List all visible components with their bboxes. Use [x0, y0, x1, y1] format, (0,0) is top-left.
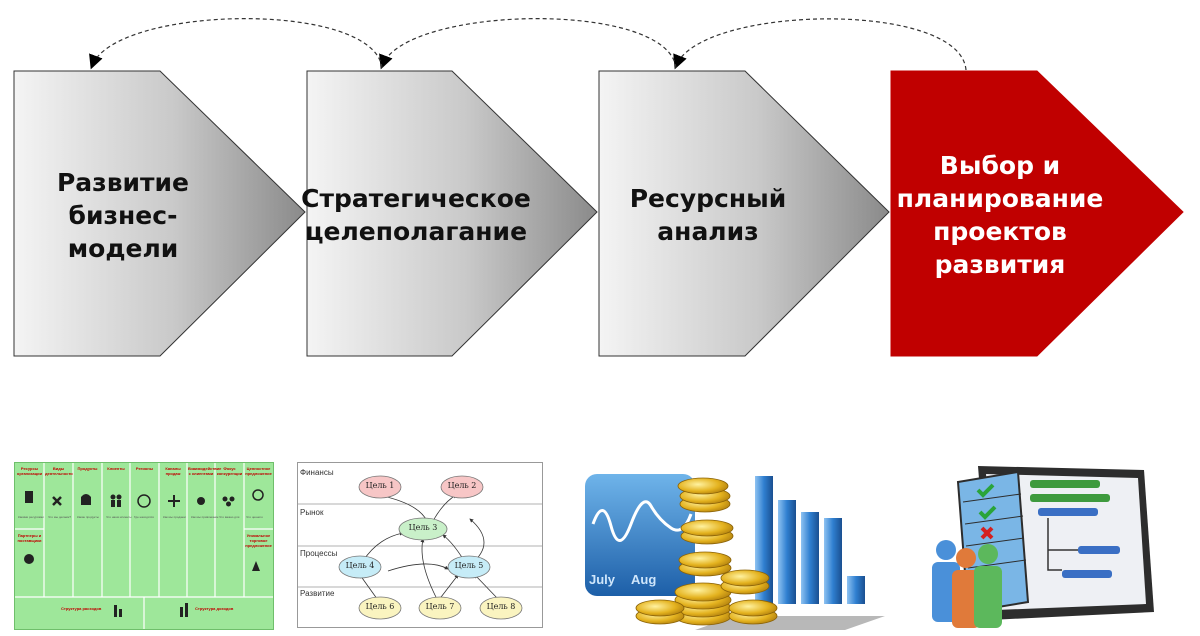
bar-3: [801, 512, 819, 604]
chart-screen: [585, 474, 695, 596]
goal-node-1: [358, 475, 402, 499]
bar-5: [847, 576, 865, 604]
level-label-development: Развитие: [300, 589, 335, 598]
goal-label-8: Цель 8: [486, 602, 516, 611]
feedback-arrow-3-to-2: [379, 18, 677, 70]
goal-label-3: Цель 3: [408, 523, 438, 532]
gantt-bar: [1030, 494, 1110, 502]
business-model-canvas: Какими ресурсами Что мы делаем? Какие пр…: [14, 462, 274, 630]
gantt-bar: [1078, 546, 1120, 554]
canvas-header-8: Фокус конкуренции: [216, 466, 243, 476]
goal-label-1: Цель 1: [365, 481, 395, 490]
step-label-2: Стратегическое целеполагание: [301, 184, 531, 246]
level-label-processes: Процессы: [300, 549, 338, 558]
people-icon: [110, 494, 116, 500]
cost-chart-icon: [114, 605, 117, 617]
bar-4: [824, 518, 842, 604]
gantt-bar: [1030, 480, 1100, 488]
canvas-cost-structure: Структура расходов: [61, 606, 102, 611]
globe-icon: [137, 494, 151, 508]
canvas-header-3: Продукты: [77, 466, 98, 471]
revenue-chart-icon: [180, 607, 183, 617]
product-icon: [81, 494, 91, 505]
coin-stack: [635, 477, 778, 626]
level-label-finance: Финансы: [300, 468, 334, 477]
cross-icon: [980, 526, 994, 540]
svg-text:Как мы продаем: Как мы продаем: [163, 515, 186, 519]
gantt-bar: [1062, 570, 1112, 578]
goal-node-4: [338, 555, 382, 579]
svg-text:Как мы привлекаем: Как мы привлекаем: [191, 515, 218, 519]
goal-node-8: [479, 596, 523, 620]
svg-text:Какими ресурсами: Какими ресурсами: [18, 515, 44, 519]
check-icon: [976, 483, 995, 498]
step-label-1: Развитие бизнес-модели: [56, 167, 190, 263]
step-label-3: Ресурсный анализ: [629, 184, 787, 246]
goal-label-7: Цель 7: [425, 602, 455, 611]
canvas-grid: Какими ресурсами Что мы делаем? Какие пр…: [15, 463, 273, 629]
canvas-header-7: Взаимодействие с клиентами: [188, 466, 222, 476]
goal-node-5: [447, 555, 491, 579]
goal-label-5: Цель 5: [454, 561, 484, 570]
step-chevron-3: [598, 70, 890, 357]
svg-text:Что мы делаем?: Что мы делаем?: [48, 515, 71, 519]
svg-text:Что ценного: Что ценного: [246, 515, 263, 519]
canvas-header-6: Каналы продаж: [165, 466, 181, 476]
canvas-header-1: Ресурсы организации: [16, 466, 43, 476]
gantt-bar: [1038, 508, 1098, 516]
svg-text:Что важно для: Что важно для: [219, 515, 240, 519]
step-chevron-1: [13, 70, 306, 357]
partners-icon: [24, 554, 34, 564]
goal-node-6: [358, 596, 402, 620]
canvas-usp: Уникальное торговое предложение: [245, 533, 272, 548]
bar-2: [778, 500, 796, 604]
check-icon: [978, 505, 997, 520]
goal-node-7: [418, 596, 462, 620]
canvas-header-5: Регионы: [135, 466, 154, 471]
feedback-arrow-4-to-3: [673, 18, 967, 71]
competition-icon: [222, 496, 228, 502]
coins-and-bar-chart-icon: July Aug: [585, 466, 890, 630]
chess-icon: [252, 561, 260, 571]
svg-text:Что наши клиенты: Что наши клиенты: [106, 515, 132, 519]
canvas-header-9: Ценностное предложение: [245, 466, 272, 476]
idea-icon: [252, 489, 264, 501]
building-icon: [25, 491, 33, 503]
feedback-arrow-2-to-1: [89, 18, 383, 70]
canvas-header-4: Клиенты: [107, 466, 125, 471]
checklist-gantt-people-icon: [918, 462, 1158, 630]
step-chevron-2: [306, 70, 598, 357]
goal-tree-diagram: Финансы Рынок Процессы Развитие Цель 1 Ц…: [297, 462, 543, 628]
interaction-icon: [197, 497, 205, 505]
canvas-revenue-structure: Структура доходов: [195, 606, 234, 611]
svg-text:Где находятся: Где находятся: [134, 515, 154, 519]
level-label-market: Рынок: [300, 508, 324, 517]
tools-icon: [52, 496, 62, 506]
goal-label-4: Цель 4: [345, 561, 375, 570]
svg-text:Какие продукты: Какие продукты: [77, 515, 99, 519]
channels-icon: [168, 495, 180, 507]
goal-node-3: [398, 517, 448, 541]
goal-tree-graph: [298, 475, 542, 620]
goal-label-6: Цель 6: [365, 602, 395, 611]
canvas-header-2: Виды деятельности: [45, 466, 73, 476]
month-label-july: July: [589, 572, 616, 587]
step-chevron-4: [890, 70, 1184, 357]
month-label-aug: Aug: [631, 572, 656, 587]
goal-node-2: [440, 475, 484, 499]
goal-label-2: Цель 2: [447, 481, 477, 490]
people-group-icon: [932, 540, 1002, 628]
canvas-partners: Партнеры и поставщики: [17, 533, 42, 543]
step-label-4: Выбор и планирование проектов развития: [896, 151, 1104, 279]
